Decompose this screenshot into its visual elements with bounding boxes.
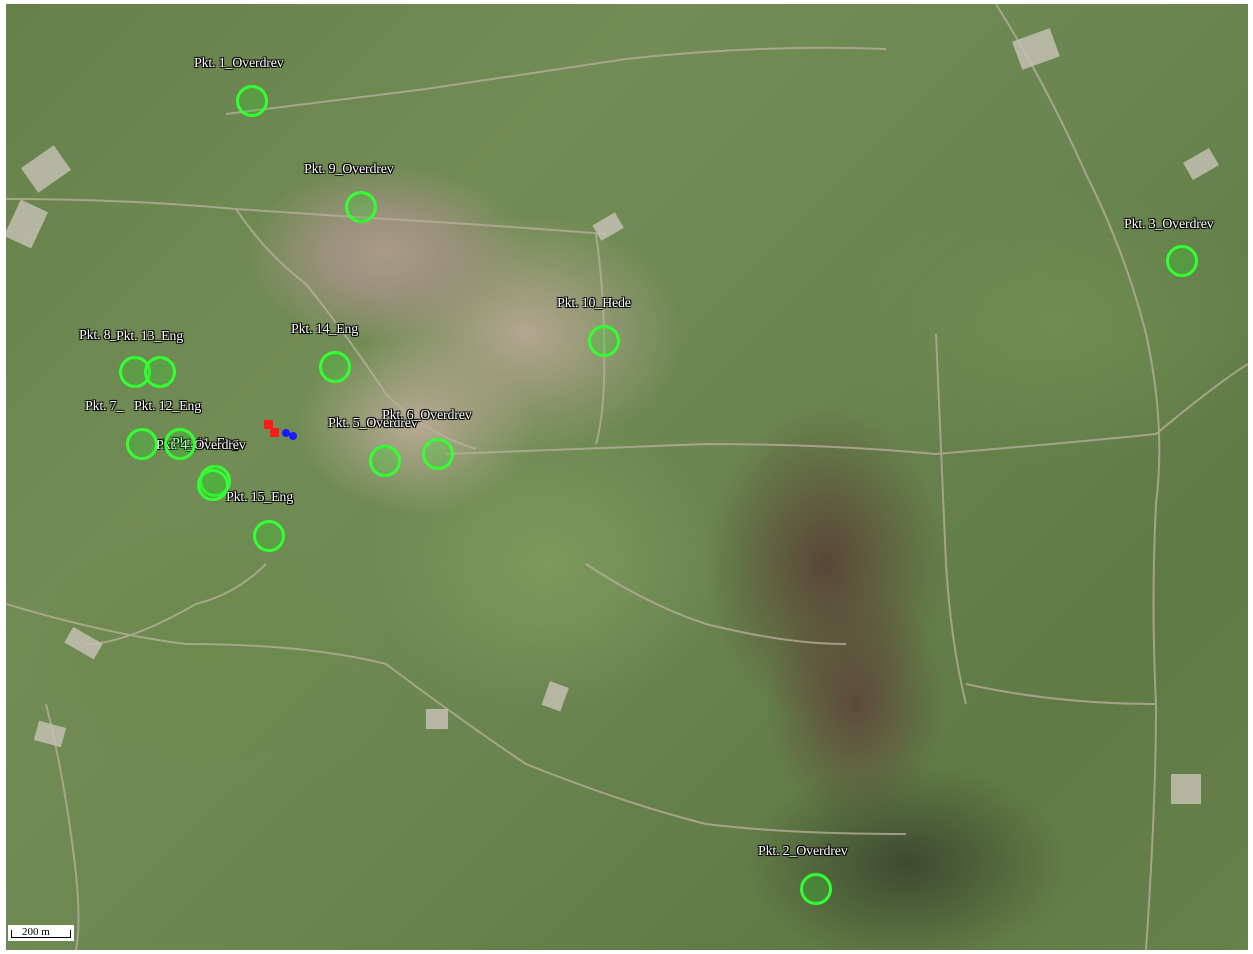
point-marker-9[interactable] bbox=[345, 191, 377, 223]
blue-marker[interactable] bbox=[282, 429, 290, 437]
red-marker[interactable] bbox=[264, 420, 273, 429]
point-marker-6[interactable] bbox=[422, 438, 454, 470]
aerial-map[interactable]: Pkt. 1_Overdrev Pkt. 9_Overdrev Pkt. 3_O… bbox=[6, 4, 1248, 950]
point-marker-1[interactable] bbox=[236, 85, 268, 117]
scale-bar: 200 m bbox=[8, 925, 74, 941]
point-label-6: Pkt. 6_Overdrev bbox=[382, 408, 472, 423]
point-marker-15[interactable] bbox=[253, 520, 285, 552]
scale-bar-label: 200 m bbox=[22, 926, 50, 938]
point-marker-3[interactable] bbox=[1166, 245, 1198, 277]
point-marker-5[interactable] bbox=[369, 445, 401, 477]
point-marker-13[interactable] bbox=[144, 356, 176, 388]
point-label-14: Pkt. 14_Eng bbox=[291, 322, 359, 337]
point-marker-12[interactable] bbox=[164, 428, 196, 460]
point-label-3: Pkt. 3_Overdrev bbox=[1124, 217, 1214, 232]
point-label-2: Pkt. 2_Overdrev bbox=[758, 844, 848, 859]
point-marker-14[interactable] bbox=[319, 351, 351, 383]
point-label-9: Pkt. 9_Overdrev bbox=[304, 162, 394, 177]
point-label-12: Pkt. 12_Eng bbox=[134, 399, 202, 414]
point-label-8: Pkt. 8_ bbox=[79, 328, 118, 343]
point-label-10: Pkt. 10_Hede bbox=[557, 296, 631, 311]
scale-bar-line bbox=[11, 930, 71, 938]
point-label-5: Pkt. 5_Overdrev bbox=[328, 416, 418, 431]
point-label-1: Pkt. 1_Overdrev bbox=[194, 56, 284, 71]
red-marker[interactable] bbox=[270, 428, 279, 437]
point-marker-4[interactable] bbox=[197, 469, 229, 501]
point-label-13: Pkt. 13_Eng bbox=[116, 329, 184, 344]
point-marker-10[interactable] bbox=[588, 325, 620, 357]
map-roads bbox=[6, 4, 1248, 950]
point-label-7: Pkt. 7_ bbox=[85, 399, 124, 414]
blue-marker[interactable] bbox=[289, 432, 297, 440]
point-marker-7[interactable] bbox=[126, 428, 158, 460]
point-marker-2[interactable] bbox=[800, 873, 832, 905]
point-label-15: Pkt. 15_Eng bbox=[226, 490, 294, 505]
